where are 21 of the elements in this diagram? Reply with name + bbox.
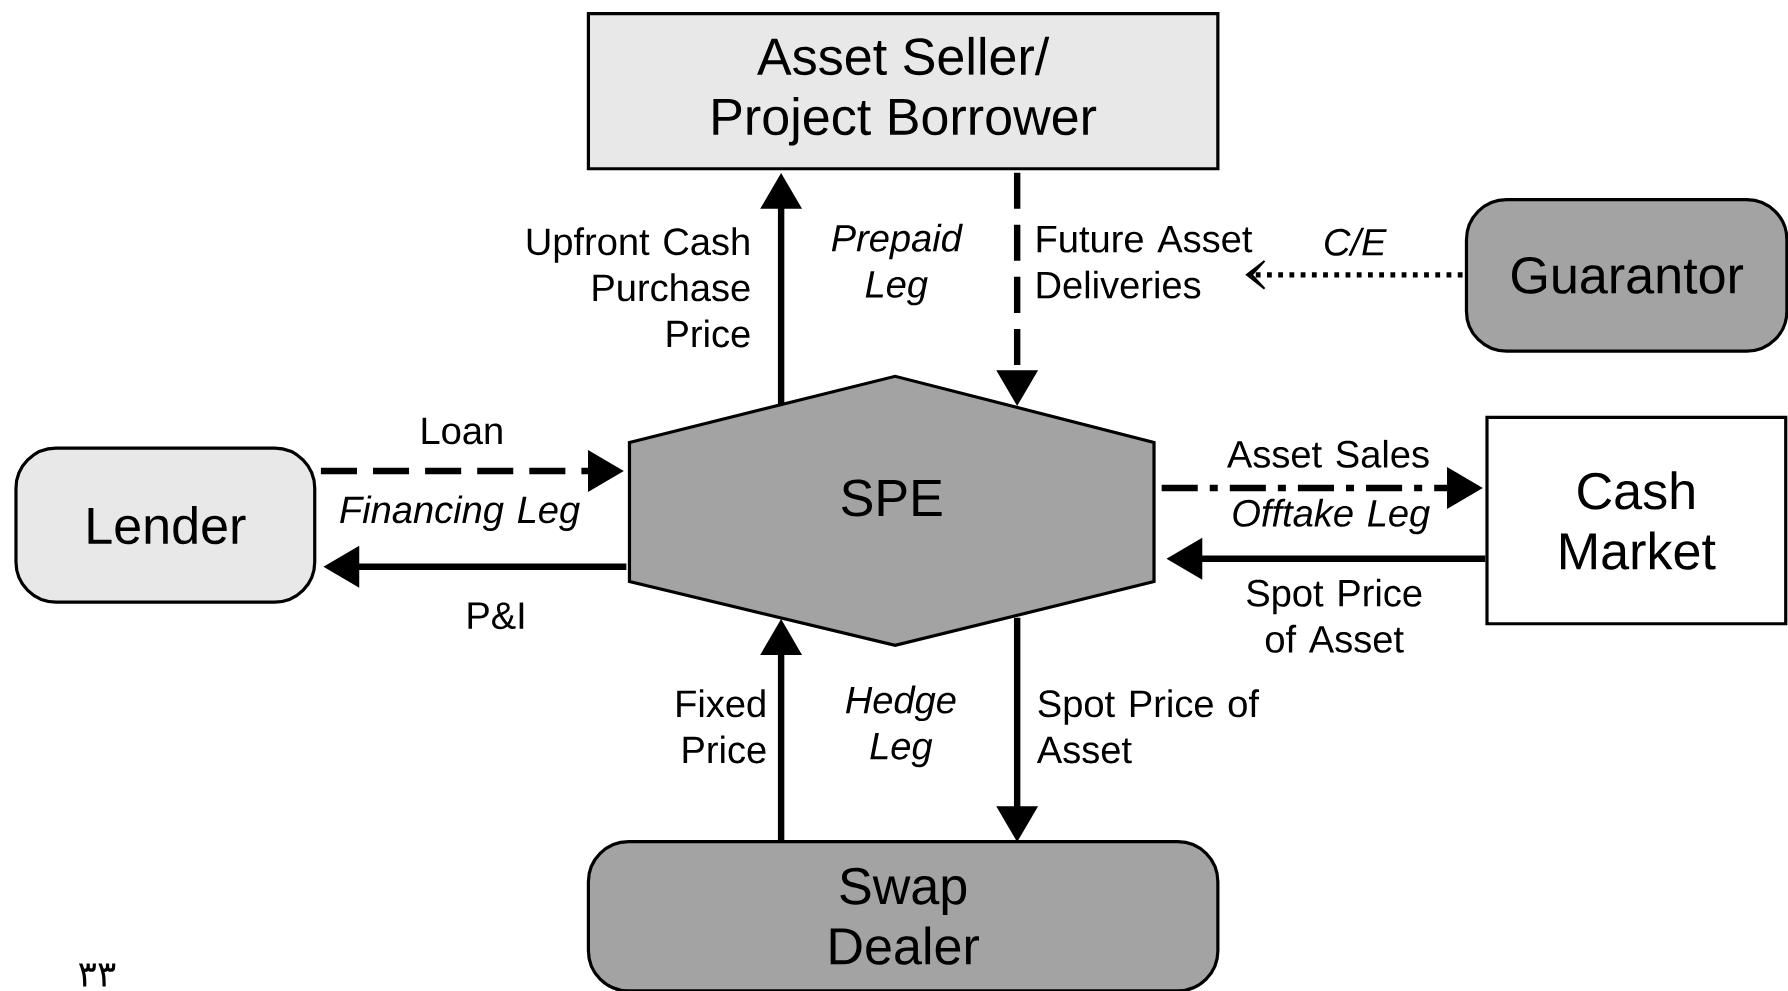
hexagon: SPE (627, 374, 1156, 648)
page-number: ٣٣ (78, 963, 116, 987)
leg-label: Financing Leg (340, 495, 580, 531)
arrow (1245, 259, 1463, 290)
edge-label: Upfront Cash Purchase Price (527, 227, 750, 348)
party-box: Swap Dealer (586, 840, 1220, 991)
edge-label: Asset Sales (1226, 439, 1429, 468)
process-box: Asset Seller/ Project Borrower (586, 12, 1220, 171)
party-box: Guarantor (1464, 197, 1788, 353)
edge-label: P&I (468, 602, 524, 630)
process-box: Cash Market (1485, 415, 1788, 626)
leg-label: Hedge Leg (845, 685, 956, 768)
edge-label: C/E (1325, 227, 1387, 256)
edge-label: Spot Price of Asset (1036, 689, 1259, 764)
edge-label: Future Asset Deliveries (1037, 225, 1253, 299)
leg-label: Offtake Leg (1233, 498, 1430, 535)
edge-label: Loan (422, 417, 502, 445)
party-box: Lender (14, 446, 317, 604)
leg-label: Prepaid Leg (831, 223, 963, 306)
edge-label: Fixed Price (677, 689, 766, 764)
edge-label: Spot Price of Asset (1247, 578, 1422, 653)
